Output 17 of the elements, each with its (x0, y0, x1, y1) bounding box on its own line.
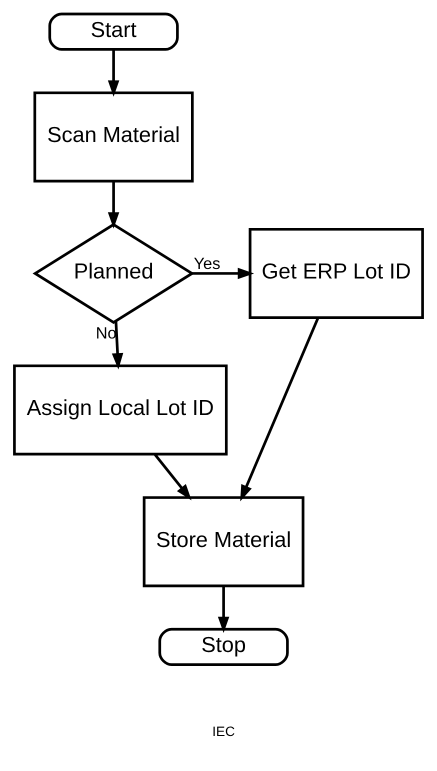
arrow (192, 268, 254, 280)
arrow (108, 181, 120, 229)
arrow (240, 318, 320, 502)
arrow (108, 50, 120, 97)
node-box: Stop (158, 628, 289, 666)
node-diamond: Planned (32, 222, 195, 324)
arrow (112, 321, 124, 370)
node-box: Get ERP Lot ID (248, 228, 424, 319)
node-box: Store Material (142, 496, 304, 588)
edge-label: Yes (194, 254, 220, 273)
node-box: Start (48, 12, 179, 51)
arrow (218, 586, 230, 634)
edge-label: No (96, 324, 117, 343)
node-box: Scan Material (33, 91, 194, 182)
node-box: Assign Local Lot ID (13, 364, 228, 456)
label: IEC (212, 724, 235, 739)
arrow (154, 453, 192, 500)
